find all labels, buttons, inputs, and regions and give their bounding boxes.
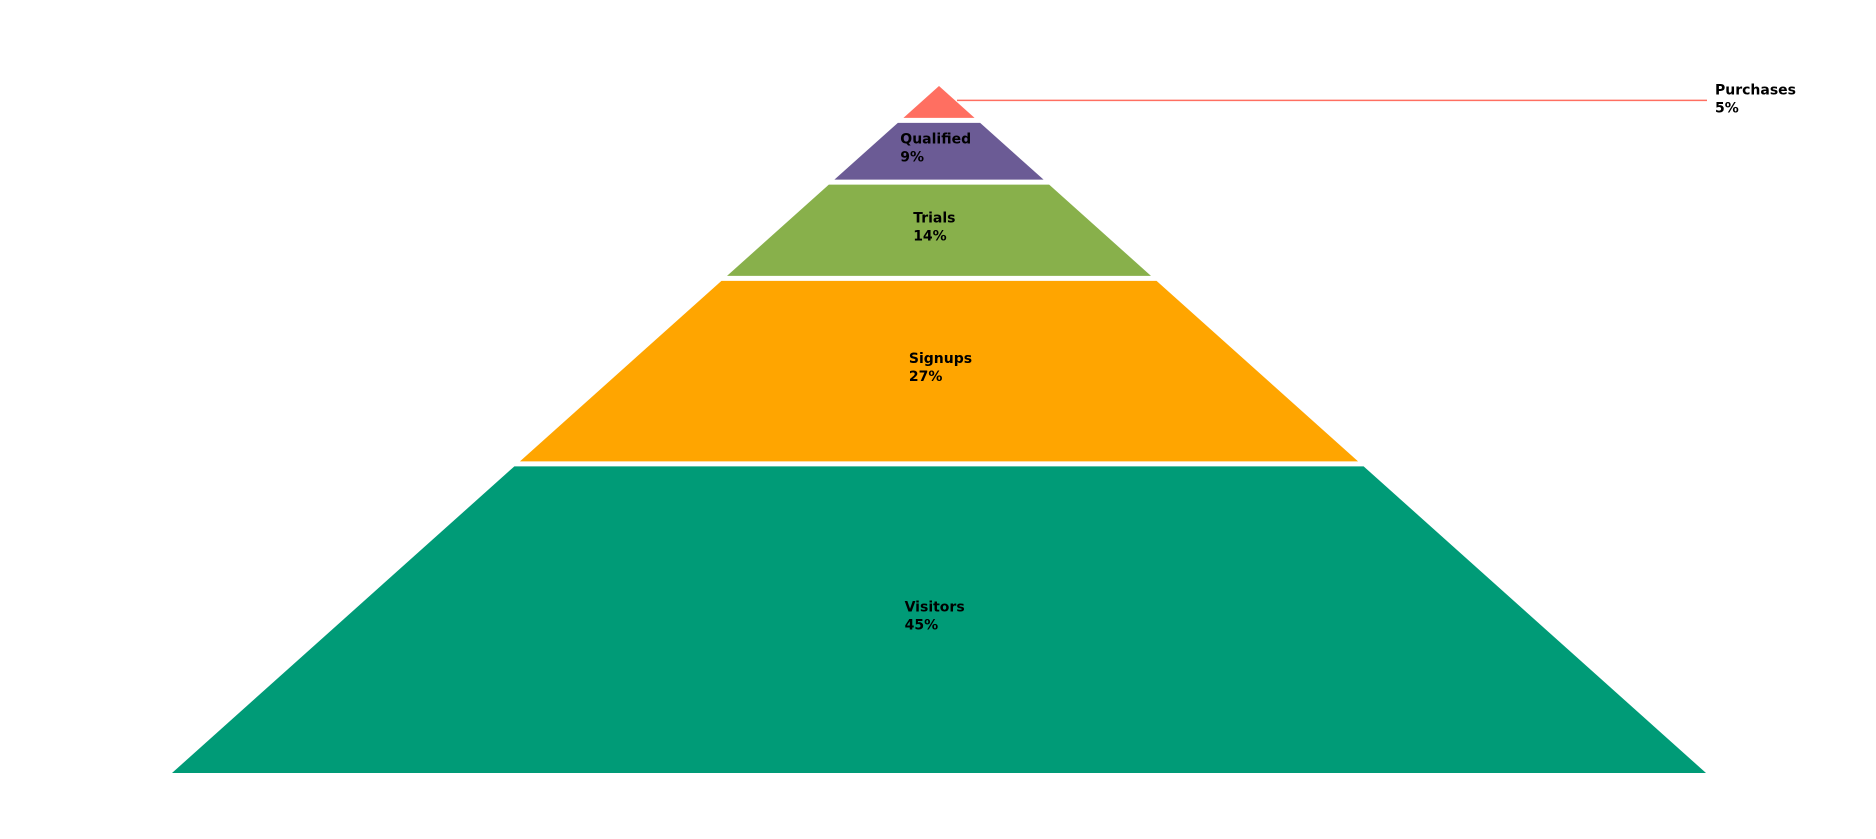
segment-name-purchases: Purchases: [1715, 82, 1796, 98]
segment-trials[interactable]: [727, 184, 1151, 276]
segment-visitors[interactable]: [172, 466, 1706, 773]
segment-name-signups: Signups: [909, 351, 972, 367]
segment-value-purchases: 5%: [1715, 100, 1739, 116]
segment-name-trials: Trials: [913, 210, 955, 226]
segment-name-qualified: Qualified: [900, 131, 971, 147]
segment-value-signups: 27%: [909, 369, 943, 385]
segment-name-visitors: Visitors: [905, 600, 965, 616]
segment-value-visitors: 45%: [905, 618, 939, 634]
segment-value-trials: 14%: [913, 228, 947, 244]
segment-value-qualified: 9%: [900, 149, 924, 165]
segment-purchases[interactable]: [903, 86, 975, 118]
segment-signups[interactable]: [519, 280, 1359, 462]
segment-qualified[interactable]: [834, 122, 1044, 180]
